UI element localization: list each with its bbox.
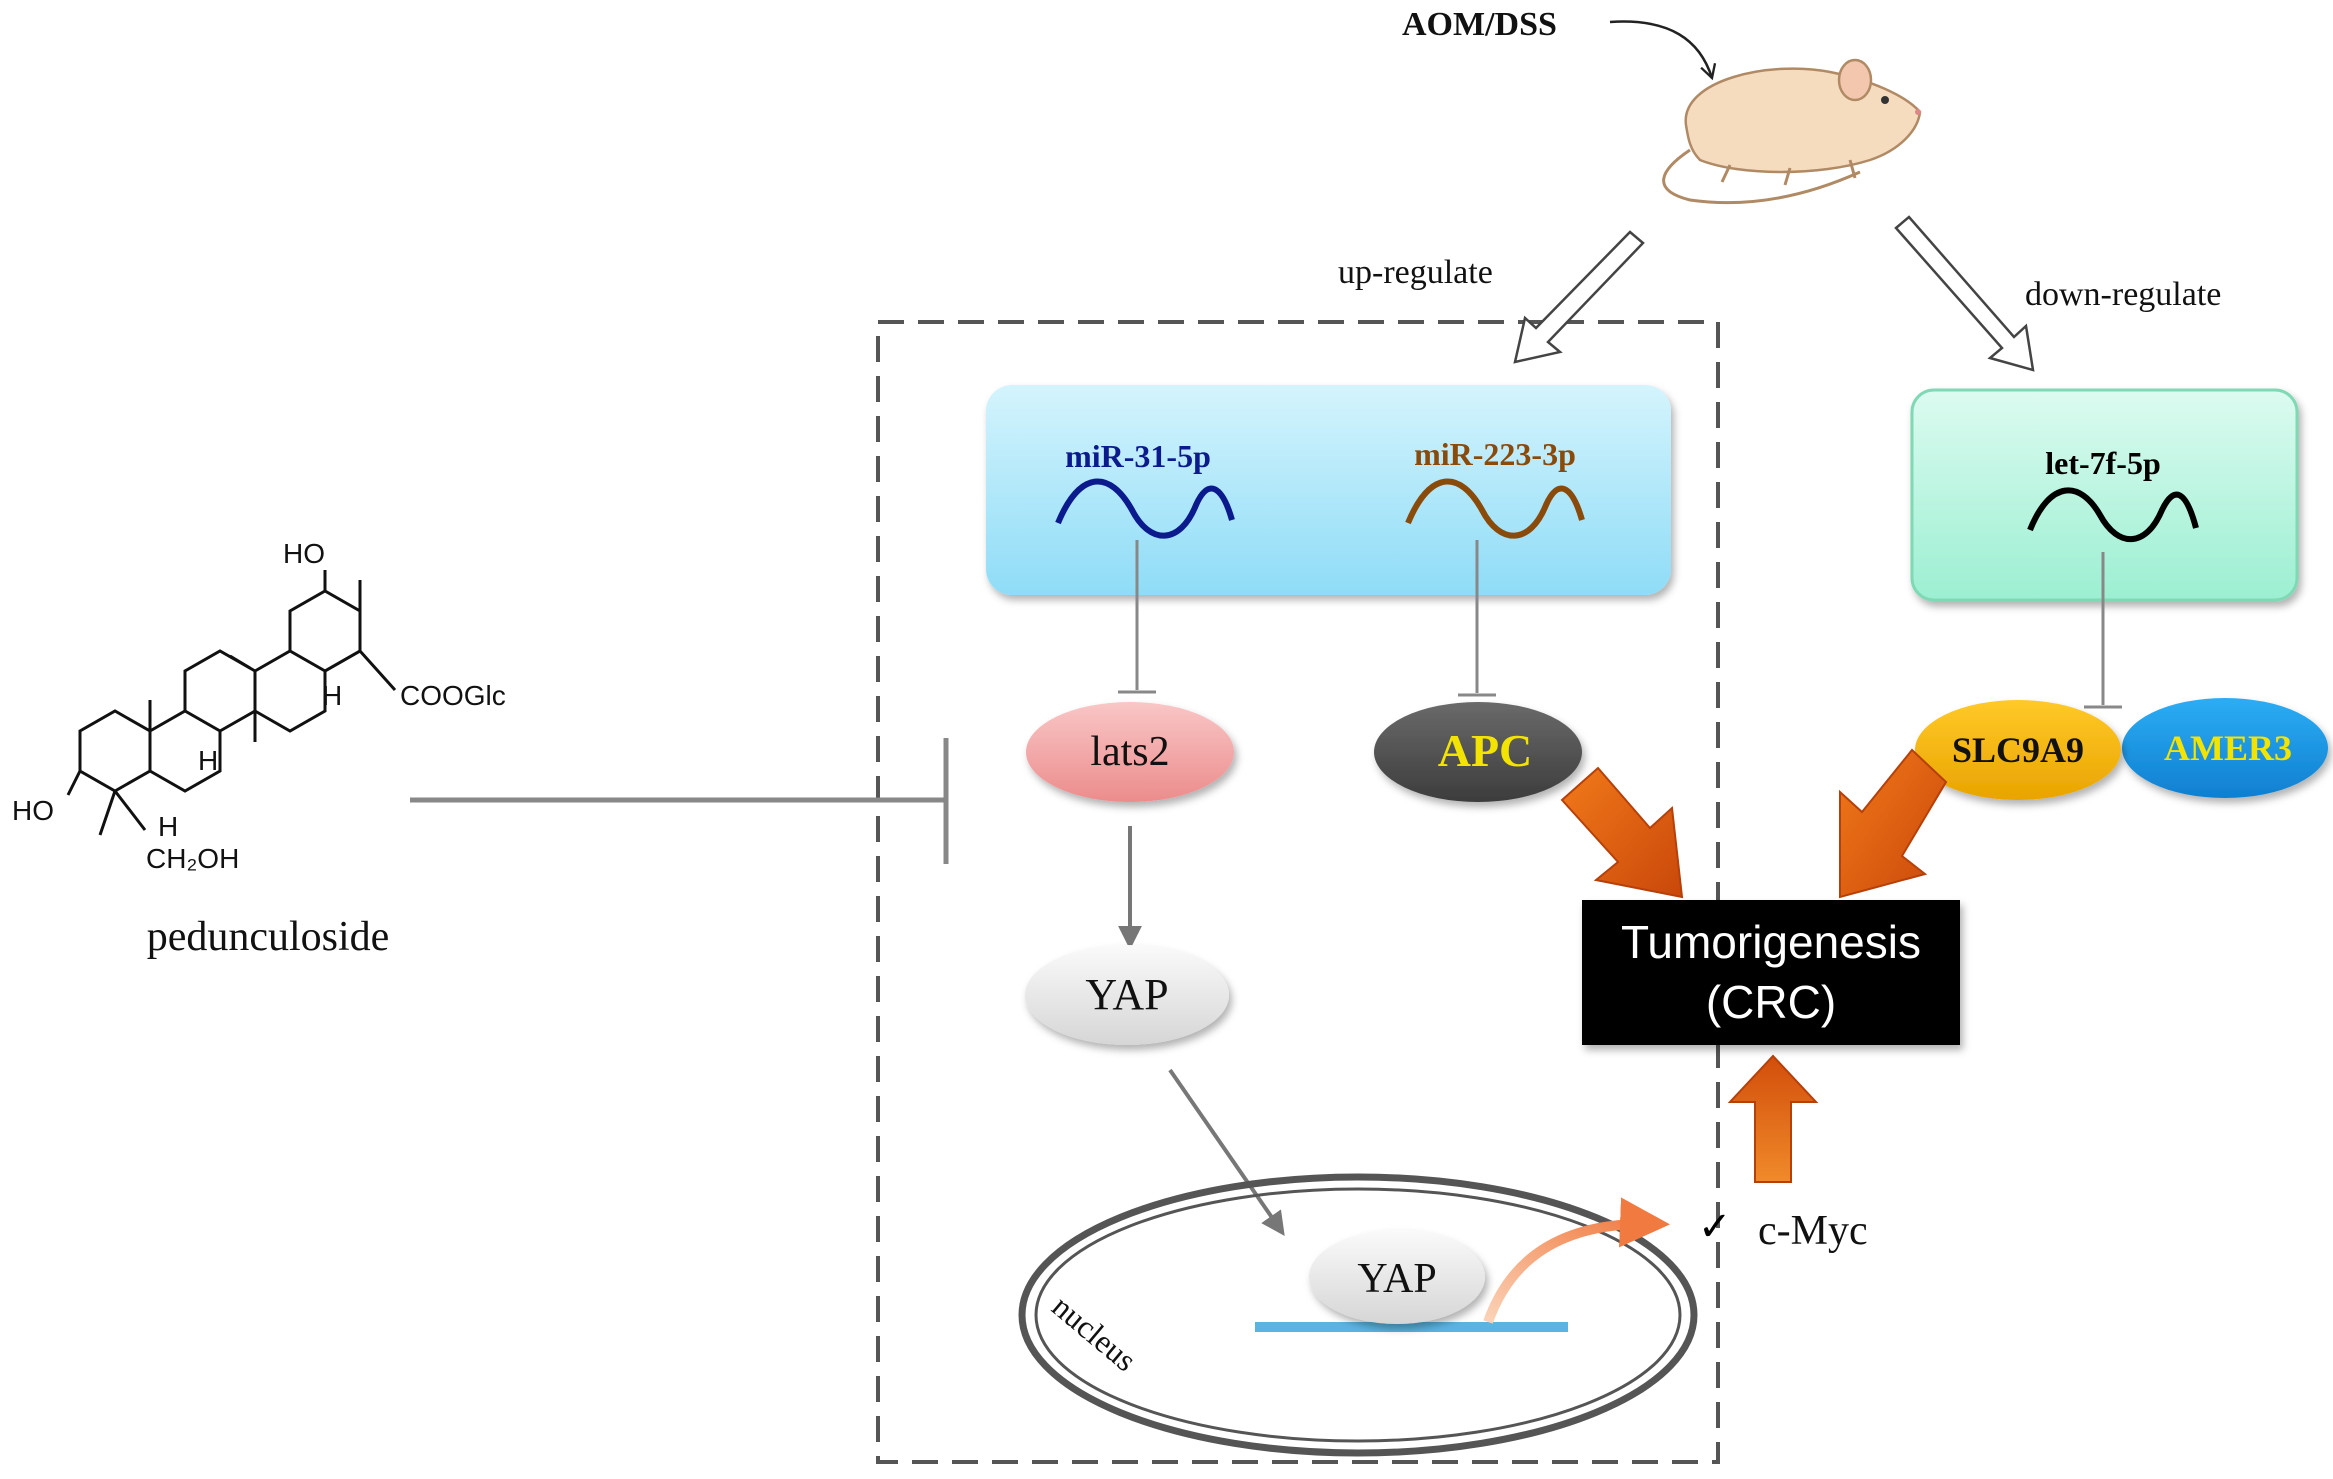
inhibit-let7f-slc9a9 — [2084, 552, 2122, 709]
apc-node — [1374, 702, 1582, 802]
h-c5-label: H — [158, 811, 178, 842]
h-c18-label: H — [322, 680, 342, 711]
pedunculoside-atom-labels: HO COOGlc H H H HO CH₂OH — [12, 538, 506, 874]
ch2oh-label: CH₂OH — [146, 843, 239, 874]
tumorigenesis-label-line2: (CRC) — [1706, 976, 1836, 1028]
mouse-illustration — [1662, 58, 1922, 205]
inhibit-mir223-apc — [1458, 540, 1496, 697]
mir31-label: miR-31-5p — [1065, 438, 1211, 474]
yap-nucleus-label: YAP — [1357, 1256, 1436, 1302]
mir31-wave-icon — [1055, 478, 1235, 539]
down-regulate-label: down-regulate — [2025, 276, 2221, 313]
lats2-label: lats2 — [1090, 729, 1169, 775]
apc-label: APC — [1438, 725, 1533, 776]
cmyc-label: c-Myc — [1758, 1208, 1868, 1254]
let7f-wave-icon — [2027, 487, 2199, 543]
transcription-curve-arrow — [1483, 1197, 1670, 1324]
inhibit-mir31-lats2 — [1118, 540, 1156, 694]
cooglc-label: COOGlc — [400, 680, 506, 711]
yap-nucleus-node — [1309, 1230, 1485, 1324]
pedunculoside-structure — [66, 570, 397, 836]
dna-strand — [1255, 1322, 1568, 1332]
aom-arrow — [1609, 20, 1717, 81]
yap-cytoplasm-label: YAP — [1085, 970, 1168, 1019]
ho-top-label: HO — [283, 538, 325, 569]
up-regulate-arrow — [1513, 230, 1645, 364]
lats2-node — [1026, 702, 1234, 802]
ho-c3-label: HO — [12, 795, 54, 826]
aom-dss-label: AOM/DSS — [1402, 6, 1557, 43]
apc-to-tumor-arrow — [1560, 766, 1684, 899]
mir223-label: miR-223-3p — [1414, 436, 1576, 472]
nucleus-membrane — [1018, 1173, 1698, 1457]
slc9a9-label: SLC9A9 — [1952, 730, 2084, 770]
yap-to-nucleus-arrow — [1168, 1068, 1285, 1236]
slc9a9-to-tumor-arrow — [1839, 748, 1948, 899]
slc9a9-node — [1915, 700, 2121, 800]
dashed-region-box — [876, 320, 1720, 1464]
down-regulate-arrow — [1894, 215, 2035, 372]
up-regulate-label: up-regulate — [1338, 254, 1493, 291]
tumorigenesis-box — [1582, 900, 1960, 1045]
mir223-wave-icon — [1405, 478, 1585, 539]
cmyc-to-tumor-arrow — [1727, 1054, 1819, 1183]
h-c9-label: H — [198, 745, 218, 776]
tumorigenesis-label-line1: Tumorigenesis — [1621, 916, 1921, 968]
amer3-label: AMER3 — [2164, 728, 2292, 768]
checkmark-icon: ✓ — [1698, 1205, 1732, 1249]
compound-name: pedunculoside — [147, 914, 390, 960]
mirna-box — [986, 385, 1671, 595]
yap-cytoplasm-node — [1025, 945, 1229, 1045]
let7f-label: let-7f-5p — [2045, 445, 2161, 481]
pedunculoside-inhibition — [410, 738, 949, 864]
amer3-node — [2122, 698, 2328, 798]
